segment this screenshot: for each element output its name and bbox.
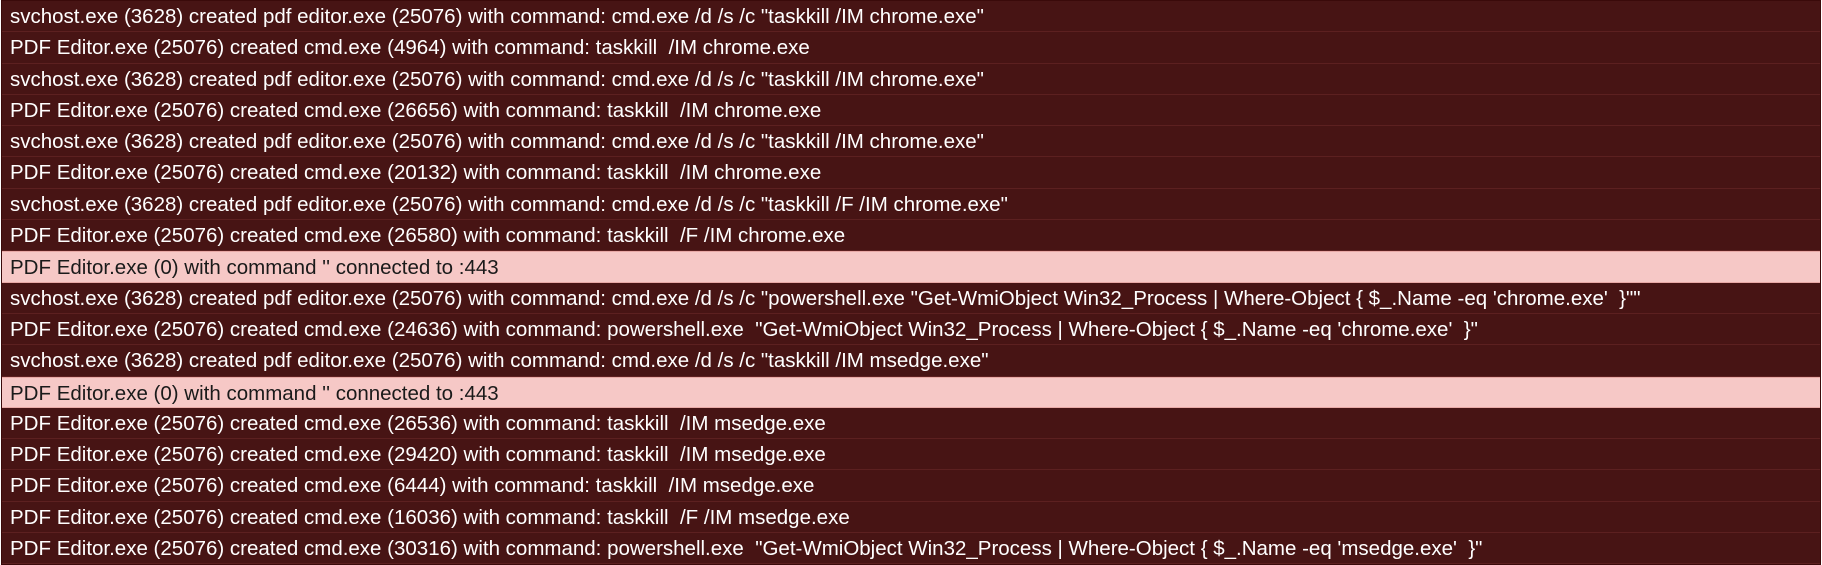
log-row-process-created: PDF Editor.exe (25076) created cmd.exe (…: [2, 220, 1820, 252]
log-row-process-created: PDF Editor.exe (25076) created cmd.exe (…: [2, 157, 1820, 189]
log-row-process-created: PDF Editor.exe (25076) created cmd.exe (…: [2, 313, 1820, 346]
log-row-process-created: PDF Editor.exe (25076) created cmd.exe (…: [2, 32, 1820, 64]
log-row-process-created: PDF Editor.exe (25076) created cmd.exe (…: [2, 407, 1820, 440]
log-row-network-connection: PDF Editor.exe (0) with command '' conne…: [2, 251, 1820, 283]
log-row-process-created: svchost.exe (3628) created pdf editor.ex…: [2, 188, 1820, 221]
log-row-process-created: svchost.exe (3628) created pdf editor.ex…: [2, 63, 1820, 95]
log-row-process-created: PDF Editor.exe (25076) created cmd.exe (…: [2, 533, 1820, 565]
log-row-process-created: PDF Editor.exe (25076) created cmd.exe (…: [2, 470, 1820, 502]
log-row-process-created: PDF Editor.exe (25076) created cmd.exe (…: [2, 501, 1820, 534]
log-row-network-connection: PDF Editor.exe (0) with command '' conne…: [2, 376, 1820, 408]
log-row-process-created: svchost.exe (3628) created pdf editor.ex…: [2, 282, 1820, 314]
log-row-process-created: svchost.exe (3628) created pdf editor.ex…: [2, 345, 1820, 377]
log-row-process-created: svchost.exe (3628) created pdf editor.ex…: [2, 126, 1820, 158]
log-row-process-created: PDF Editor.exe (25076) created cmd.exe (…: [2, 94, 1820, 127]
log-row-process-created: svchost.exe (3628) created pdf editor.ex…: [2, 1, 1820, 33]
log-row-process-created: PDF Editor.exe (25076) created cmd.exe (…: [2, 439, 1820, 471]
